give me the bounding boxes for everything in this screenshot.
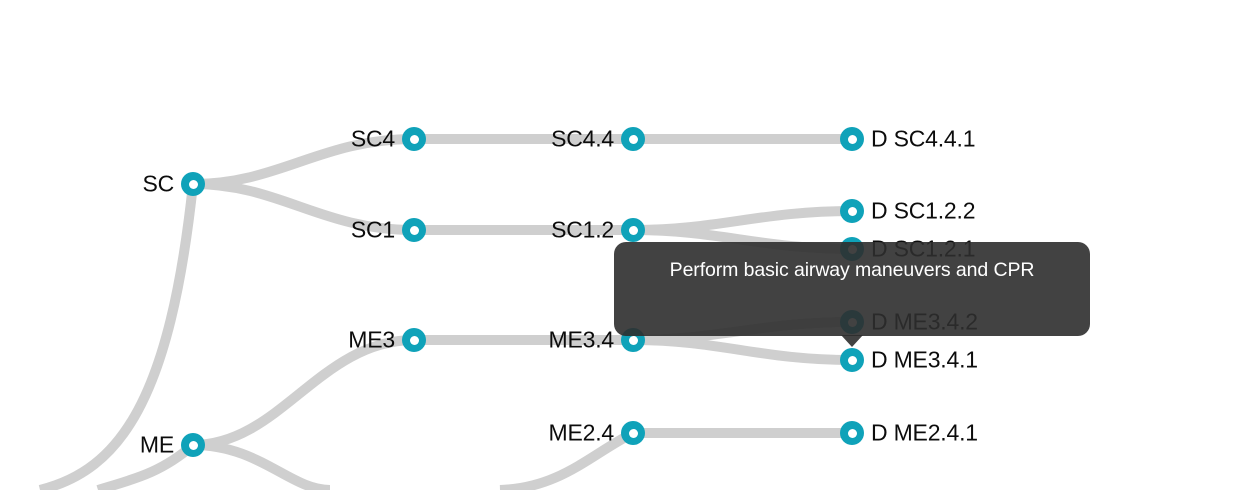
tooltip-pointer-icon: [841, 335, 863, 347]
tree-node-sc4-4[interactable]: [621, 127, 645, 151]
tree-node-d-me3-4-1[interactable]: [840, 348, 864, 372]
tree-node-label: D ME2.4.1: [871, 419, 978, 446]
tree-node-label: D ME3.4.1: [871, 346, 978, 373]
tree-node-sc4[interactable]: [402, 127, 426, 151]
tree-link: [192, 335, 415, 450]
tree-node-sc1-2[interactable]: [621, 218, 645, 242]
tree-link: [192, 440, 331, 490]
node-tooltip: Perform basic airway maneuvers and CPR: [614, 242, 1090, 347]
tree-link: [192, 179, 415, 235]
tree-node-me2-4[interactable]: [621, 421, 645, 445]
tree-node-label: D SC1.2.2: [871, 197, 976, 224]
tree-node-sc[interactable]: [181, 172, 205, 196]
tree-node-label: ME2.4: [548, 419, 615, 446]
tree-node-label: SC1: [350, 216, 395, 243]
tree-node-label: SC4: [350, 125, 395, 152]
tree-link: [38, 183, 198, 490]
tree-node-label: SC4.4: [551, 125, 614, 152]
tree-node-d-me2-4-1[interactable]: [840, 421, 864, 445]
tree-node-label: SC: [142, 170, 174, 197]
tree-link: [499, 428, 636, 490]
tree-link: [632, 335, 853, 365]
tree-node-sc1[interactable]: [402, 218, 426, 242]
tree-node-label: D SC4.4.1: [871, 125, 976, 152]
tree-node-label: ME: [139, 431, 174, 458]
tree-node-label: ME3: [348, 326, 395, 353]
tree-node-me[interactable]: [181, 433, 205, 457]
tree-link: [96, 441, 197, 490]
tree-node-d-sc4-4-1[interactable]: [840, 127, 864, 151]
tooltip-text: Perform basic airway maneuvers and CPR: [669, 259, 1035, 281]
tree-node-label: ME3.4: [548, 326, 615, 353]
tree-node-label: SC1.2: [551, 216, 614, 243]
tree-node-me3[interactable]: [402, 328, 426, 352]
tree-node-d-sc1-2-2[interactable]: [840, 199, 864, 223]
